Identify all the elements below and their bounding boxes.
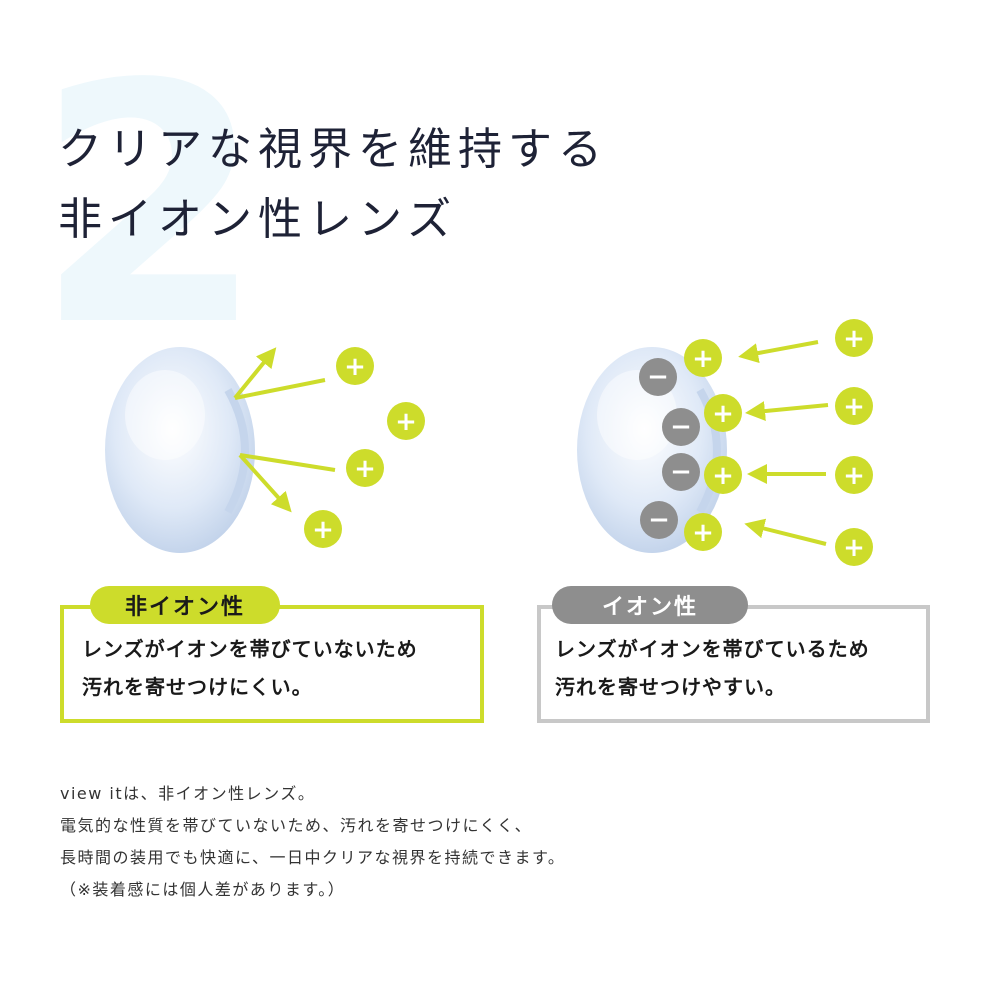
svg-text:+: + xyxy=(712,461,734,491)
plus-ion: + xyxy=(387,402,425,440)
svg-text:−: − xyxy=(647,362,669,392)
plus-ion: + xyxy=(346,449,384,487)
svg-text:+: + xyxy=(395,407,417,437)
svg-text:2: 2 xyxy=(35,30,265,330)
plus-ion: + xyxy=(704,456,742,494)
step-number-graphic: 2 xyxy=(35,30,265,330)
svg-text:+: + xyxy=(712,399,734,429)
plus-ion: + xyxy=(835,528,873,566)
non-ionic-label: 非イオン性 xyxy=(90,586,280,624)
minus-ion: − xyxy=(662,453,700,491)
non-ionic-description: レンズがイオンを帯びていないため 汚れを寄せつけにくい。 xyxy=(82,630,418,706)
minus-ion: − xyxy=(639,358,677,396)
description-line: view itは、非イオン性レンズ。 xyxy=(60,784,316,803)
svg-text:+: + xyxy=(312,515,334,545)
non-ionic-line2: 汚れを寄せつけにくい。 xyxy=(82,675,313,699)
ionic-description: レンズがイオンを帯びているため 汚れを寄せつけやすい。 xyxy=(555,630,870,706)
page-title-line2: 非イオン性レンズ xyxy=(58,194,458,245)
ionic-box xyxy=(537,605,930,723)
plus-ion: + xyxy=(835,456,873,494)
plus-ion: + xyxy=(336,347,374,385)
plus-ion: + xyxy=(684,339,722,377)
plus-ion: + xyxy=(684,513,722,551)
description-line: 電気的な性質を帯びていないため、汚れを寄せつけにくく、 xyxy=(60,816,533,835)
plus-ions-left: + + + + xyxy=(304,347,425,548)
ionic-label: イオン性 xyxy=(552,586,748,624)
minus-ions: − − − − xyxy=(639,358,700,539)
svg-text:+: + xyxy=(692,344,714,374)
svg-text:+: + xyxy=(354,454,376,484)
minus-ion: − xyxy=(662,408,700,446)
svg-text:+: + xyxy=(692,518,714,548)
plus-ion: + xyxy=(304,510,342,548)
svg-text:−: − xyxy=(648,505,670,535)
svg-text:+: + xyxy=(843,533,865,563)
page-title-line1: クリアな視界を維持する xyxy=(58,124,608,175)
attached-plus-ions: + + + + xyxy=(684,339,742,551)
description-line: （※装着感には個人差があります。） xyxy=(60,880,346,899)
ionic-line1: レンズがイオンを帯びているため xyxy=(555,637,870,661)
plus-ion: + xyxy=(835,319,873,357)
non-ionic-lens xyxy=(105,347,255,553)
ion-diagram: + + + + − − − − + + + + + + + + xyxy=(105,319,873,566)
minus-ion: − xyxy=(640,501,678,539)
non-ionic-line1: レンズがイオンを帯びていないため xyxy=(82,637,418,661)
svg-text:+: + xyxy=(843,392,865,422)
svg-text:+: + xyxy=(344,352,366,382)
free-plus-ions: + + + + xyxy=(835,319,873,566)
svg-text:+: + xyxy=(843,324,865,354)
svg-text:−: − xyxy=(670,412,692,442)
attract-arrows xyxy=(738,340,829,546)
svg-text:−: − xyxy=(670,457,692,487)
repel-arrows xyxy=(233,347,336,513)
plus-ion: + xyxy=(835,387,873,425)
description-line: 長時間の装用でも快適に、一日中クリアな視界を持続できます。 xyxy=(60,848,566,867)
plus-ion: + xyxy=(704,394,742,432)
description-paragraph: view itは、非イオン性レンズ。 電気的な性質を帯びていないため、汚れを寄せ… xyxy=(60,778,565,906)
svg-text:+: + xyxy=(843,461,865,491)
ionic-line2: 汚れを寄せつけやすい。 xyxy=(555,675,786,699)
